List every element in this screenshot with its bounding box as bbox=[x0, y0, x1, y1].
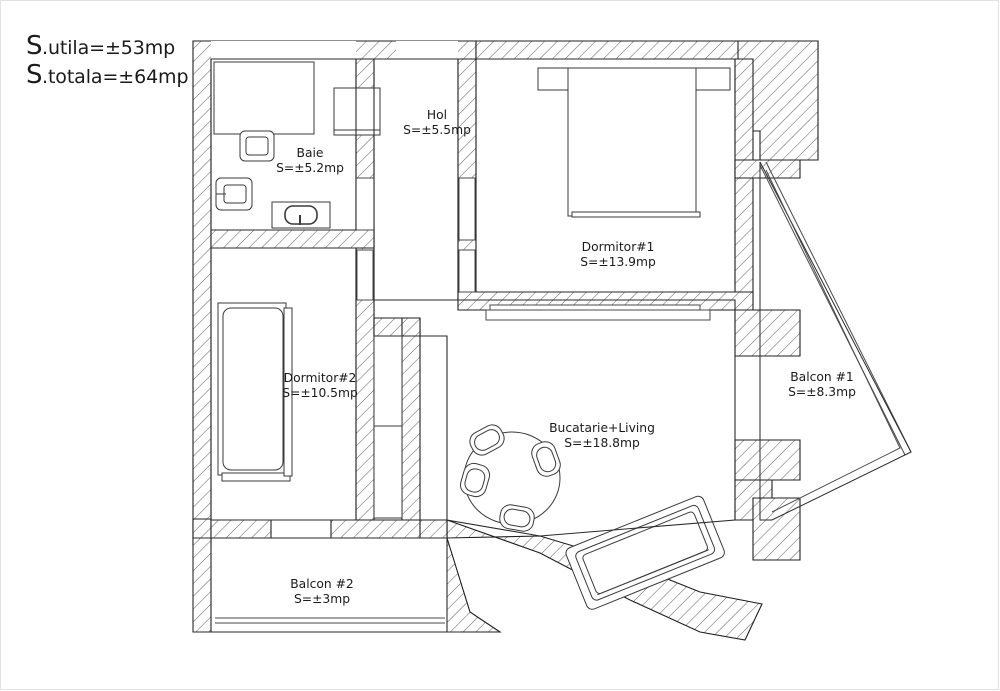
single-bed-icon bbox=[217, 302, 293, 482]
summary-utila-prefix: S bbox=[26, 31, 43, 61]
window-top-left bbox=[211, 41, 356, 59]
room-area-hol: S=±5.5mp bbox=[403, 123, 471, 138]
summary-line-totala: S.totala=±64mp bbox=[26, 60, 189, 91]
furniture-layer bbox=[213, 61, 731, 610]
room-area-dormitor-1: S=±13.9mp bbox=[580, 255, 656, 270]
walls-layer bbox=[192, 40, 819, 641]
door-opening-bed1-b bbox=[458, 249, 476, 293]
wall-dorm2-right bbox=[355, 299, 375, 521]
double-bed-icon bbox=[567, 67, 697, 217]
room-name-dormitor-2: Dormitor#2 bbox=[283, 371, 357, 385]
room-name-balcon-1: Balcon #1 bbox=[790, 370, 854, 384]
wall-left-lower bbox=[192, 518, 212, 633]
dining-set-icon bbox=[459, 424, 561, 532]
wall-right-notch-a bbox=[734, 159, 801, 179]
room-area-bucatarie-living: S=±18.8mp bbox=[564, 436, 640, 451]
wall-right-mid2 bbox=[734, 439, 801, 481]
summary-line-utila: S.utila=±53mp bbox=[26, 31, 188, 61]
wall-dorm2-bottom bbox=[210, 519, 272, 539]
room-name-hol: Hol bbox=[426, 108, 448, 122]
window-bed1-bottom bbox=[489, 304, 701, 311]
sink-icon bbox=[239, 130, 275, 162]
dining-chair-icon bbox=[469, 424, 505, 456]
closet-strip-icon bbox=[373, 335, 403, 519]
room-name-baie: Baie bbox=[296, 146, 324, 160]
outline-hol bbox=[373, 58, 459, 301]
dining-chair-icon bbox=[459, 462, 491, 498]
wall-closet-right bbox=[401, 317, 421, 521]
wall-right-mid bbox=[734, 309, 801, 357]
room-label-bucatarie-living: Bucatarie+Living S=±18.8mp bbox=[549, 421, 655, 452]
window-top-hall bbox=[396, 41, 458, 59]
room-label-dormitor-1: Dormitor#1 S=±13.9mp bbox=[580, 240, 656, 271]
room-label-baie: Baie S=±5.2mp bbox=[276, 146, 344, 177]
wall-bath-bottom bbox=[210, 229, 375, 249]
door-opening-bed1 bbox=[458, 177, 476, 241]
outline-dorm2 bbox=[210, 247, 357, 521]
balcony1-outline bbox=[759, 161, 912, 521]
room-area-balcon-1: S=±8.3mp bbox=[788, 385, 856, 400]
outline-living bbox=[373, 299, 736, 537]
room-label-dormitor-2: Dormitor#2 S=±10.5mp bbox=[282, 371, 358, 402]
wall-right-upper bbox=[734, 58, 754, 301]
toilet-icon bbox=[215, 177, 253, 211]
door-opening-hall-left bbox=[356, 249, 374, 301]
room-area-baie: S=±5.2mp bbox=[276, 161, 344, 176]
nightstand-right-icon bbox=[695, 67, 731, 91]
room-area-dormitor-2: S=±10.5mp bbox=[282, 386, 358, 401]
thin-lines-layer bbox=[192, 41, 912, 633]
dining-chair-icon bbox=[499, 504, 535, 532]
room-name-balcon-2: Balcon #2 bbox=[290, 577, 354, 591]
nightstand-left-icon bbox=[537, 67, 569, 91]
shower-tray-icon bbox=[213, 61, 315, 135]
room-label-balcon-1: Balcon #1 S=±8.3mp bbox=[788, 370, 856, 401]
room-label-balcon-2: Balcon #2 S=±3mp bbox=[290, 577, 354, 608]
room-outlines bbox=[210, 58, 736, 537]
wardrobe-icon bbox=[333, 87, 381, 135]
walls-layer-secondary bbox=[419, 519, 448, 539]
wardrobe-icon-shadow bbox=[333, 129, 381, 136]
room-area-balcon-2: S=±3mp bbox=[293, 592, 351, 607]
bathtub-icon bbox=[271, 201, 331, 229]
double-bed-shadow bbox=[571, 211, 701, 218]
summary-totala-prefix: S bbox=[26, 60, 43, 91]
wall-balcony2-corner bbox=[419, 519, 448, 539]
room-name-bucatarie-living: Bucatarie+Living bbox=[549, 421, 655, 435]
door-opening-bath bbox=[355, 177, 375, 231]
balcony1-railing bbox=[759, 161, 912, 456]
summary-totala-label: .totala=±64mp bbox=[42, 66, 189, 89]
dining-chair-icon bbox=[531, 441, 561, 477]
summary-utila-label: .utila=±53mp bbox=[42, 37, 176, 59]
window-bed1-sill bbox=[485, 309, 711, 321]
outline-dorm1 bbox=[475, 58, 736, 293]
area-summary: S.utila=±53mp S.totala=±64mp bbox=[26, 31, 189, 91]
outline-baie bbox=[210, 58, 357, 231]
wall-right-lower2 bbox=[752, 497, 801, 561]
room-name-dormitor-1: Dormitor#1 bbox=[581, 240, 655, 254]
balcony1-inner bbox=[765, 169, 901, 513]
room-label-hol: Hol S=±5.5mp bbox=[403, 108, 471, 139]
